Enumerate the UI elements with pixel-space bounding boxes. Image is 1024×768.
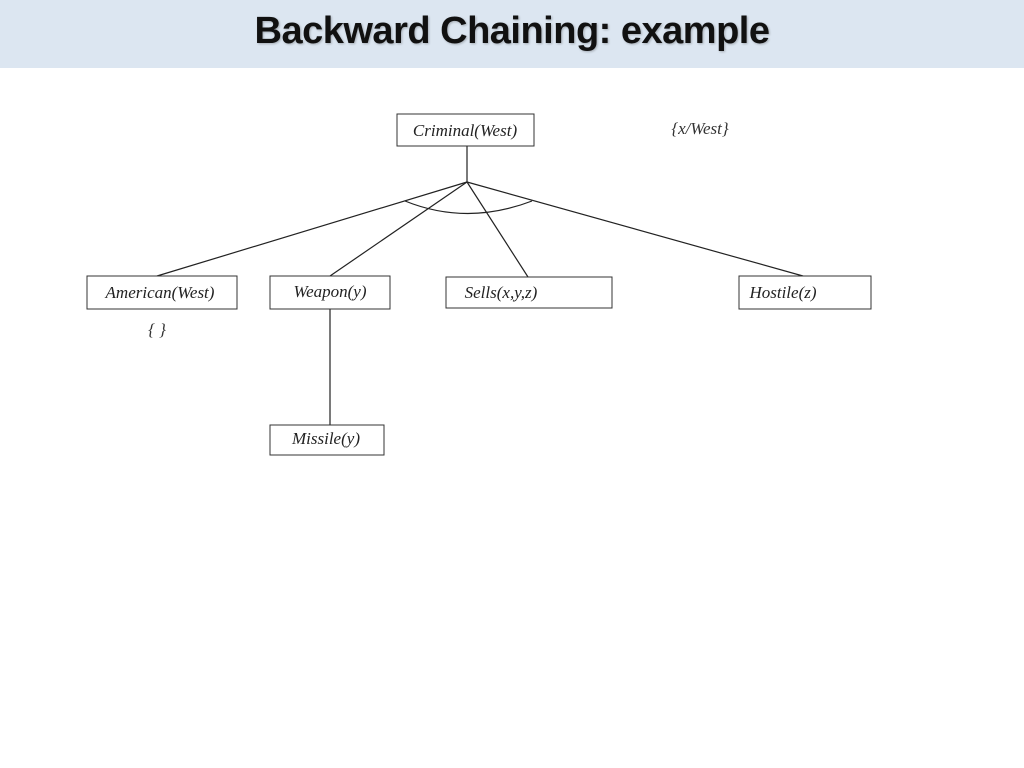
node-sells: Sells(x,y,z) — [445, 276, 613, 309]
title-bar: Backward Chaining: example — [0, 0, 1024, 68]
edge-criminal-american — [156, 181, 468, 277]
node-american-label: American(West) — [105, 283, 215, 302]
node-criminal-box — [396, 113, 535, 147]
slide-title: Backward Chaining: example — [254, 10, 770, 52]
node-hostile-label: Hostile(z) — [748, 283, 816, 302]
node-american: American(West) — [86, 275, 238, 310]
node-sells-box — [445, 276, 613, 309]
node-missile-label: Missile(y) — [291, 429, 360, 448]
node-weapon-label: Weapon(y) — [293, 282, 366, 301]
conjunction-arc — [404, 200, 533, 215]
node-american-box — [86, 275, 238, 310]
node-hostile-box — [738, 275, 872, 310]
node-weapon-box — [269, 275, 391, 310]
node-missile-box — [269, 424, 385, 456]
node-sells-label: Sells(x,y,z) — [465, 283, 538, 302]
node-weapon: Weapon(y) — [269, 275, 391, 310]
node-hostile: Hostile(z) — [738, 275, 872, 310]
american-substitution: { } — [148, 320, 166, 339]
criminal-substitution: {x/West} — [671, 119, 729, 138]
edge-criminal-sells — [466, 181, 529, 278]
node-criminal-label: Criminal(West) — [413, 121, 518, 140]
node-criminal: Criminal(West) — [396, 113, 535, 147]
edge-criminal-weapon — [329, 181, 468, 277]
edge-criminal-hostile — [466, 181, 804, 277]
node-missile: Missile(y) — [269, 424, 385, 456]
